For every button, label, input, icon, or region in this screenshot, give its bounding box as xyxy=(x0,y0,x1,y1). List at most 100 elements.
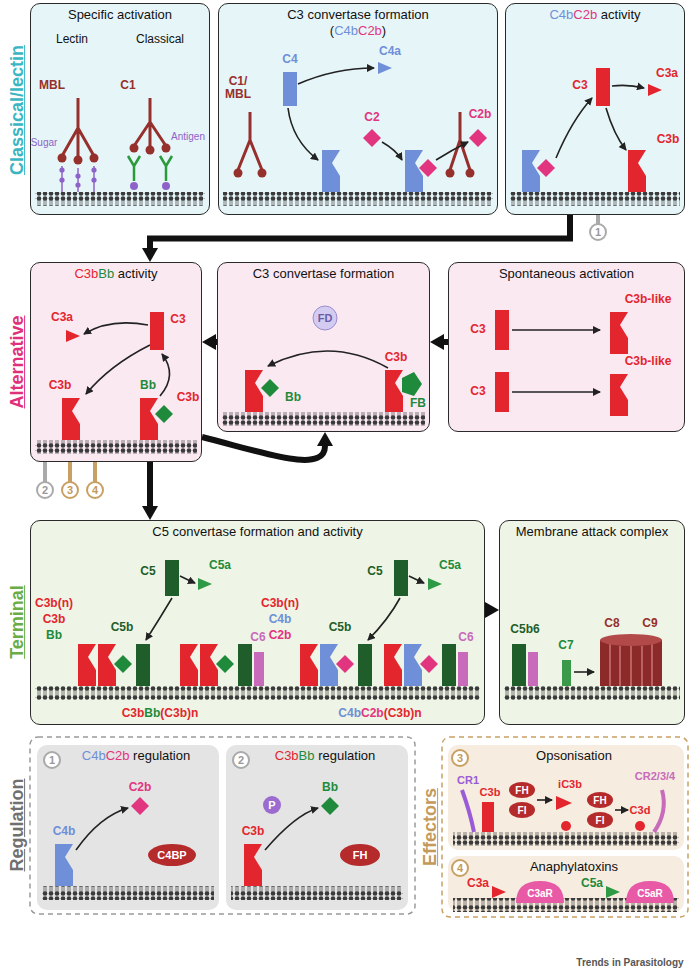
molecule-label: C3d xyxy=(630,804,651,816)
use-shape xyxy=(420,655,438,673)
section-label: Terminal xyxy=(8,585,28,659)
path-shape xyxy=(238,112,262,170)
g-shape xyxy=(62,98,470,170)
use-shape xyxy=(492,886,506,898)
circle-shape xyxy=(59,177,64,182)
text-part: (C3b)n xyxy=(384,706,422,720)
box-heading: C3bBb activity xyxy=(74,266,157,282)
ellipse-shape xyxy=(148,844,196,866)
molecule-label: FH xyxy=(515,785,528,796)
use-shape xyxy=(537,159,555,177)
path-shape xyxy=(606,108,626,150)
path-shape xyxy=(537,799,552,801)
use-shape xyxy=(200,644,218,686)
circle-shape xyxy=(466,169,475,178)
text-part: regulation xyxy=(130,748,191,763)
section-label: Regulation xyxy=(8,779,28,872)
use-shape xyxy=(385,370,403,412)
ellipse-shape xyxy=(587,812,613,828)
use-shape xyxy=(522,150,540,192)
callout-number: 2 xyxy=(42,484,48,496)
flow-arrow xyxy=(216,339,217,345)
circle-shape xyxy=(130,144,139,153)
circle-shape xyxy=(258,169,267,178)
molecule-label: C4 xyxy=(282,53,297,66)
ellipse-shape xyxy=(509,802,535,818)
rect-shape xyxy=(495,372,509,412)
callout-number: 1 xyxy=(595,226,601,238)
use-shape xyxy=(244,844,262,886)
molecule-label: C3 xyxy=(572,79,587,92)
use-shape xyxy=(78,644,96,686)
molecule-label: C8 xyxy=(604,617,619,630)
text-part: C2b xyxy=(358,23,382,38)
use-shape xyxy=(321,797,339,815)
molecule-label: C5 xyxy=(140,565,155,578)
g-shape xyxy=(76,68,644,850)
rect-shape xyxy=(562,660,571,686)
rect-shape xyxy=(453,832,679,846)
molecule-label: C3b-like xyxy=(625,355,672,368)
circle-shape xyxy=(90,154,99,163)
molecule-label: C3 xyxy=(470,385,485,398)
circle-shape xyxy=(91,177,96,182)
rect-shape xyxy=(35,686,480,700)
molecule-label: MBL xyxy=(39,79,65,92)
molecule-label: CR1 xyxy=(457,774,479,786)
circle-shape xyxy=(162,182,170,190)
box-heading: C3 convertase formation xyxy=(287,7,429,23)
molecule-label: C4BP xyxy=(157,849,186,861)
use-shape xyxy=(66,330,80,342)
rect-shape xyxy=(254,652,264,686)
use-shape xyxy=(610,374,628,416)
rect-shape xyxy=(596,68,610,106)
circle-shape xyxy=(635,821,645,831)
path-shape xyxy=(128,156,172,181)
use-shape xyxy=(610,312,628,354)
path-shape xyxy=(160,354,170,396)
text-part: ) xyxy=(382,23,386,38)
molecule-label: C3b(n) xyxy=(35,597,73,610)
rect-shape xyxy=(42,886,214,900)
circle-shape xyxy=(37,482,53,498)
rect-shape xyxy=(512,644,526,686)
circle-shape xyxy=(130,182,138,190)
use-shape xyxy=(648,84,662,96)
circle-shape xyxy=(58,154,67,163)
section-label: Classical/lectin xyxy=(8,45,28,175)
rect-shape xyxy=(358,644,372,686)
callout-number: 4 xyxy=(92,484,98,496)
molecule-label: C6 xyxy=(458,631,473,644)
ellipse-shape xyxy=(587,792,613,808)
circle-shape xyxy=(87,482,103,498)
molecule-label: C3 xyxy=(470,323,485,336)
box-heading: Opsonisation xyxy=(536,748,612,764)
flow-arrow xyxy=(444,339,448,345)
molecule-label: C3b(n) xyxy=(261,597,299,610)
text-part: activity xyxy=(114,266,157,281)
circle-shape xyxy=(74,156,83,165)
use-shape xyxy=(628,150,646,192)
circle-shape xyxy=(62,482,78,498)
box-heading: Membrane attack complex xyxy=(516,524,668,540)
section-label: Alternative xyxy=(8,315,28,408)
molecule-label: C2b xyxy=(269,629,292,642)
g-shape xyxy=(59,167,170,190)
molecule-label: Classical xyxy=(136,33,184,46)
use-shape xyxy=(216,655,234,673)
circle-shape xyxy=(162,144,171,153)
text-part: C3b xyxy=(275,748,299,763)
use-shape xyxy=(363,129,381,147)
path-shape xyxy=(626,881,674,903)
molecule-label: FH xyxy=(593,795,606,806)
box-heading: C4bC2b activity xyxy=(549,7,640,23)
box-heading: C3bBb regulation xyxy=(275,748,375,764)
path-shape xyxy=(134,98,166,148)
use-shape xyxy=(419,159,437,177)
use-shape xyxy=(378,62,392,74)
rect-shape xyxy=(165,560,179,596)
